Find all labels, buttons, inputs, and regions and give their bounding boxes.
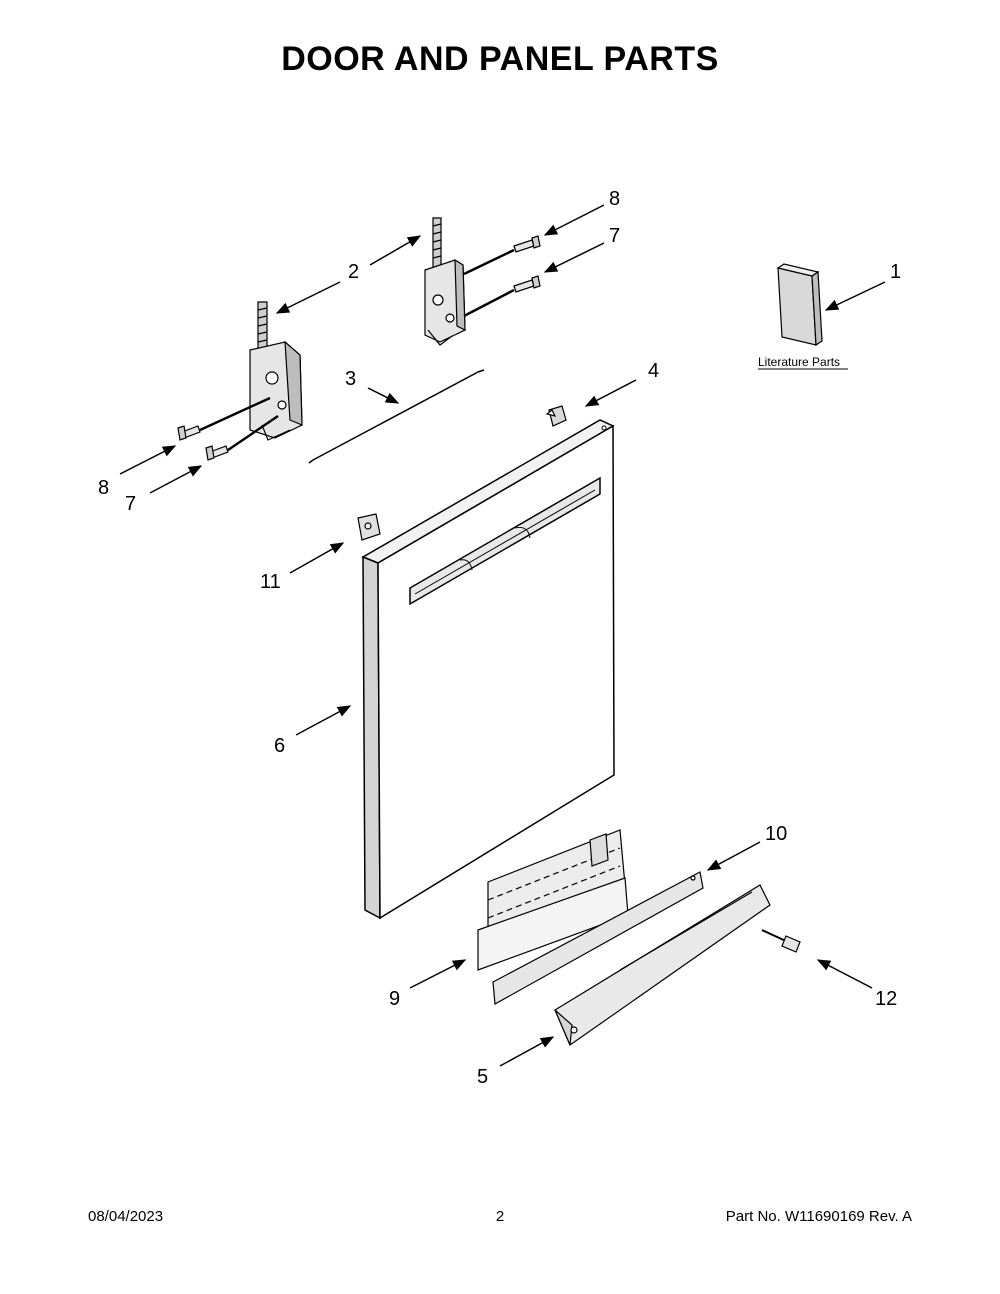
callout-5: 5 <box>477 1066 488 1088</box>
toe-panel-part <box>554 884 771 1046</box>
callout-12: 12 <box>875 988 897 1010</box>
callout-7-upper: 7 <box>609 225 620 247</box>
rod-part <box>308 369 485 464</box>
callout-3: 3 <box>345 368 356 390</box>
footer-date: 08/04/2023 <box>88 1208 164 1225</box>
callout-9: 9 <box>389 988 400 1010</box>
door-panel-part <box>361 419 615 920</box>
callout-8-lower: 8 <box>98 477 109 499</box>
literature-booklet-part <box>776 263 823 347</box>
callout-6: 6 <box>274 735 285 757</box>
callout-4: 4 <box>648 360 659 382</box>
callout-7-lower: 7 <box>125 493 136 515</box>
callout-2: 2 <box>348 261 359 283</box>
callout-8-upper: 8 <box>609 188 620 210</box>
leader-arrows <box>119 204 886 1067</box>
right-hinge-part <box>424 217 466 346</box>
literature-parts-label: Literature Parts <box>758 355 840 369</box>
footer-part-number: Part No. W11690169 Rev. A <box>725 1208 912 1225</box>
page-title: DOOR AND PANEL PARTS <box>281 40 719 78</box>
lower-screws <box>177 396 279 461</box>
bracket-part <box>357 513 381 541</box>
upper-screws <box>463 235 541 318</box>
callout-11: 11 <box>260 571 281 593</box>
insulation-part <box>477 829 629 971</box>
strip-part <box>492 871 704 1005</box>
callout-10: 10 <box>765 823 787 845</box>
footer-page-number: 2 <box>495 1208 505 1225</box>
left-hinge-part <box>249 301 303 441</box>
clip-part <box>545 405 567 427</box>
callout-1: 1 <box>890 261 901 283</box>
screw-part-12 <box>761 929 801 953</box>
